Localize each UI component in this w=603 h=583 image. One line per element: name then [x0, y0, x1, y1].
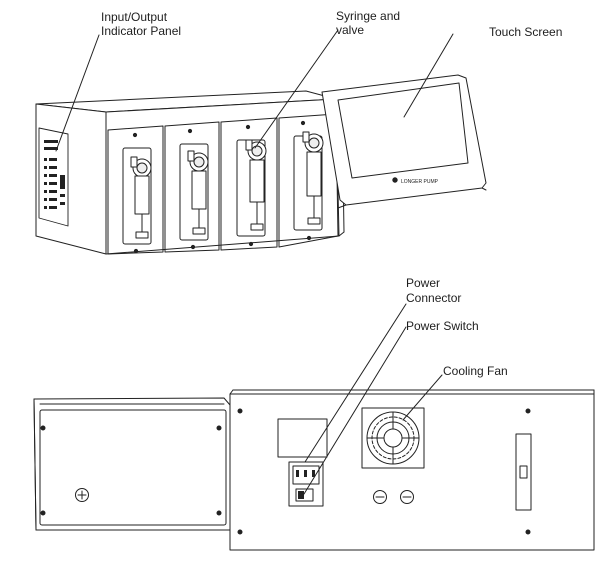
rear-handle: [515, 433, 532, 511]
power-switch: [295, 488, 314, 502]
touch-screen-label: Touch Screen: [489, 25, 563, 39]
cooling-fan: [361, 407, 425, 469]
power-connector-label-line1: Power: [406, 276, 441, 290]
pump-channel-1: [107, 125, 164, 255]
power-switch-label: Power Switch: [406, 319, 479, 333]
pump-channel-4: [278, 113, 339, 248]
indicator-panel-label-line2: Indicator Panel: [101, 24, 182, 38]
indicator-panel-label-line1: Input/Output: [101, 10, 168, 24]
power-connector: [288, 461, 324, 507]
cooling-fan-label: Cooling Fan: [443, 364, 508, 378]
syringe-label-line2: valve: [336, 23, 365, 37]
power-connector-label-line2: Connector: [406, 291, 462, 305]
callout-lines: [55, 29, 454, 495]
pump-channel-3: [220, 117, 278, 251]
side-panel: [33, 397, 231, 531]
screen-logo: LONGER PUMP: [401, 179, 439, 185]
syringe-label-line1: Syringe and: [336, 9, 401, 23]
label-plate: [277, 418, 328, 458]
indicator-panel: [38, 127, 69, 227]
pump-channel-2: [164, 121, 220, 253]
pump-channels: [107, 113, 339, 255]
touch-screen: LONGER PUMP: [321, 74, 487, 209]
